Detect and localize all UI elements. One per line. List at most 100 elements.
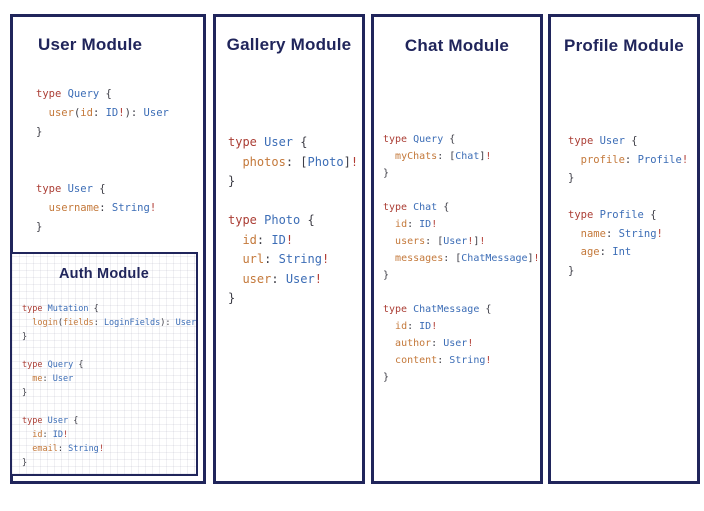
token-punctuation (568, 228, 581, 240)
token-bang: ! (63, 430, 69, 440)
auth-module-panel: Auth Module type Mutation { login(fields… (10, 252, 198, 476)
code-line: author: User! (383, 335, 540, 352)
code-line (383, 284, 540, 301)
token-bang: ! (656, 227, 663, 240)
token-field: id (395, 321, 408, 332)
code-line: messages: [ChatMessage]! (383, 250, 540, 267)
token-punctuation: : (599, 246, 613, 258)
token-keyword: type (22, 304, 48, 314)
token-punctuation: : (271, 271, 286, 286)
token-keyword: type (22, 360, 48, 370)
code-line: id: ID! (383, 318, 540, 335)
token-punctuation: ] (343, 154, 351, 169)
token-punctuation: { (73, 416, 79, 426)
token-punctuation: } (383, 372, 390, 383)
token-field: messages (395, 253, 444, 264)
token-punctuation: } (22, 458, 28, 468)
token-type: String (278, 252, 322, 266)
token-type: Photo (264, 213, 308, 227)
code-line (36, 161, 169, 180)
token-type: Photo (307, 154, 344, 169)
token-type: Profile (637, 153, 682, 166)
token-punctuation: : (92, 107, 106, 119)
token-punctuation: ] (479, 151, 486, 162)
token-type: User (175, 318, 197, 328)
code-line (22, 400, 196, 414)
token-punctuation (383, 253, 395, 264)
token-bang: ! (149, 202, 157, 214)
gallery-module-code: type User { photos: [Photo]!} type Photo… (228, 133, 358, 309)
token-punctuation: : (99, 202, 112, 214)
token-type: Profile (599, 209, 651, 221)
token-punctuation: : (407, 321, 420, 332)
token-punctuation: } (36, 126, 43, 138)
token-punctuation: { (650, 209, 657, 221)
token-type: User (143, 107, 169, 119)
code-line: type User { (36, 180, 169, 199)
code-line: type ChatMessage { (383, 301, 540, 318)
token-bang: ! (533, 253, 540, 264)
code-line: type Query { (22, 358, 196, 372)
token-type: Int (612, 246, 632, 258)
code-line: type Profile { (568, 206, 688, 225)
code-line: type Chat { (383, 199, 540, 216)
code-line: } (568, 169, 688, 188)
token-field: id (80, 107, 93, 119)
code-line: } (22, 386, 196, 400)
token-keyword: type (383, 134, 414, 145)
token-field: photos (242, 154, 286, 169)
token-field: url (242, 252, 265, 266)
token-punctuation: ): (160, 318, 176, 328)
token-punctuation: : (605, 227, 619, 240)
token-type: User (285, 271, 315, 286)
token-field: me (32, 374, 43, 384)
token-punctuation: } (36, 221, 43, 233)
token-field: author (395, 338, 432, 349)
code-line: type Mutation { (22, 302, 196, 316)
token-punctuation: } (568, 264, 575, 277)
token-bang: ! (118, 107, 125, 119)
token-type: Chat (455, 151, 480, 162)
token-punctuation (383, 355, 395, 366)
token-punctuation: : (42, 430, 53, 440)
token-field: email (32, 444, 58, 454)
code-line: type User { (568, 132, 688, 151)
token-punctuation (22, 444, 32, 454)
token-field: users (395, 236, 426, 247)
code-line: profile: Profile! (568, 151, 689, 170)
code-line: type User { (22, 414, 196, 428)
auth-module-title: Auth Module (59, 266, 149, 282)
token-punctuation: { (300, 135, 308, 149)
token-keyword: type (568, 135, 600, 147)
token-field: name (580, 227, 606, 240)
token-punctuation: { (631, 135, 638, 147)
profile-module-title: Profile Module (564, 36, 684, 55)
token-keyword: type (36, 183, 68, 195)
token-punctuation: { (78, 360, 84, 370)
token-type: String (68, 444, 99, 454)
code-line: url: String! (228, 250, 358, 270)
code-line: name: String! (568, 225, 688, 244)
token-punctuation (22, 430, 32, 440)
token-bang: ! (485, 151, 492, 162)
token-type: Query (67, 88, 106, 100)
token-type: ID (419, 219, 432, 230)
code-line: age: Int (568, 243, 688, 262)
code-line: user(id: ID!): User (36, 104, 169, 123)
token-keyword: type (383, 304, 414, 315)
gallery-module-panel: Gallery Module type User { photos: [Phot… (213, 14, 365, 484)
code-line: users: [User!]! (383, 233, 540, 250)
token-punctuation: } (228, 174, 236, 188)
token-punctuation: ( (73, 107, 81, 119)
token-type: LoginFields (103, 318, 161, 328)
token-type: String (618, 227, 657, 240)
code-line: username: String! (36, 199, 169, 218)
token-keyword: type (568, 209, 600, 221)
code-line: myChats: [Chat]! (383, 148, 540, 165)
token-type: ChatMessage (413, 304, 486, 315)
token-punctuation: : [ (443, 253, 462, 264)
token-punctuation: } (383, 168, 390, 179)
token-keyword: type (22, 416, 48, 426)
code-line: } (22, 456, 196, 470)
token-punctuation (228, 252, 242, 266)
